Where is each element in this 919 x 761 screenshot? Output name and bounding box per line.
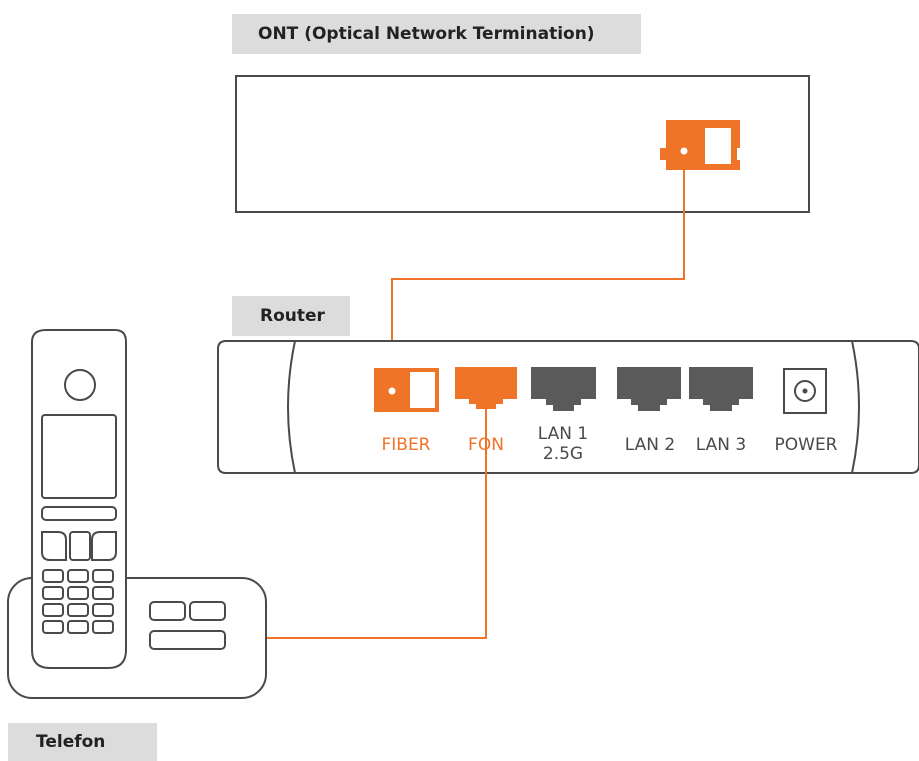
ont-label-text: ONT (Optical Network Termination)	[258, 24, 595, 44]
router-label-text: Router	[260, 306, 325, 326]
ont-label: ONT (Optical Network Termination)	[232, 14, 641, 54]
fiber-port-label: FIBER	[381, 435, 430, 455]
power-port-label: POWER	[775, 435, 838, 455]
phone-cable	[264, 409, 487, 639]
fiber-cable	[391, 170, 685, 372]
phone-base-buttons	[149, 601, 226, 650]
lan1-speed-label: 2.5G	[543, 444, 583, 464]
handset-icon	[31, 329, 127, 669]
ont-fiber-port-icon	[660, 120, 740, 170]
lan2-port-icon	[617, 367, 681, 411]
phone-label-text: Telefon	[36, 732, 106, 752]
lan3-port-label: LAN 3	[696, 435, 746, 455]
lan1-port-icon	[531, 367, 596, 411]
lan1-port-label: LAN 1	[538, 424, 588, 444]
fon-port-icon	[455, 367, 517, 409]
lan2-port-label: LAN 2	[625, 435, 675, 455]
fiber-port-icon	[374, 368, 439, 412]
power-port-icon	[783, 368, 827, 414]
lan3-port-icon	[689, 367, 753, 411]
router-label: Router	[232, 296, 350, 336]
phone-label: Telefon	[8, 723, 157, 761]
